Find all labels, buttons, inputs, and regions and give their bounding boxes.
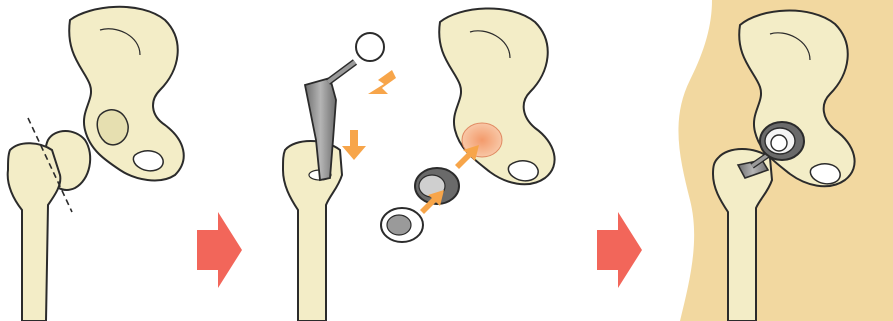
ceramic-ball-head — [356, 33, 384, 61]
cup-liner — [381, 208, 423, 242]
femur-shaft-cut — [283, 141, 342, 321]
femur-shaft — [8, 143, 61, 321]
panel-implant-components — [283, 8, 555, 321]
insertion-arrow-icon — [368, 70, 396, 94]
step-arrow-icon — [597, 212, 642, 288]
pelvis-bone — [439, 8, 554, 184]
step-arrow-icon — [197, 212, 242, 288]
panel-fractured-hip — [8, 7, 184, 321]
seated-cup-and-ball — [760, 122, 804, 160]
panel-implanted-hip — [678, 0, 893, 321]
insertion-arrow-icon — [342, 130, 366, 160]
acetabulum — [97, 110, 128, 145]
